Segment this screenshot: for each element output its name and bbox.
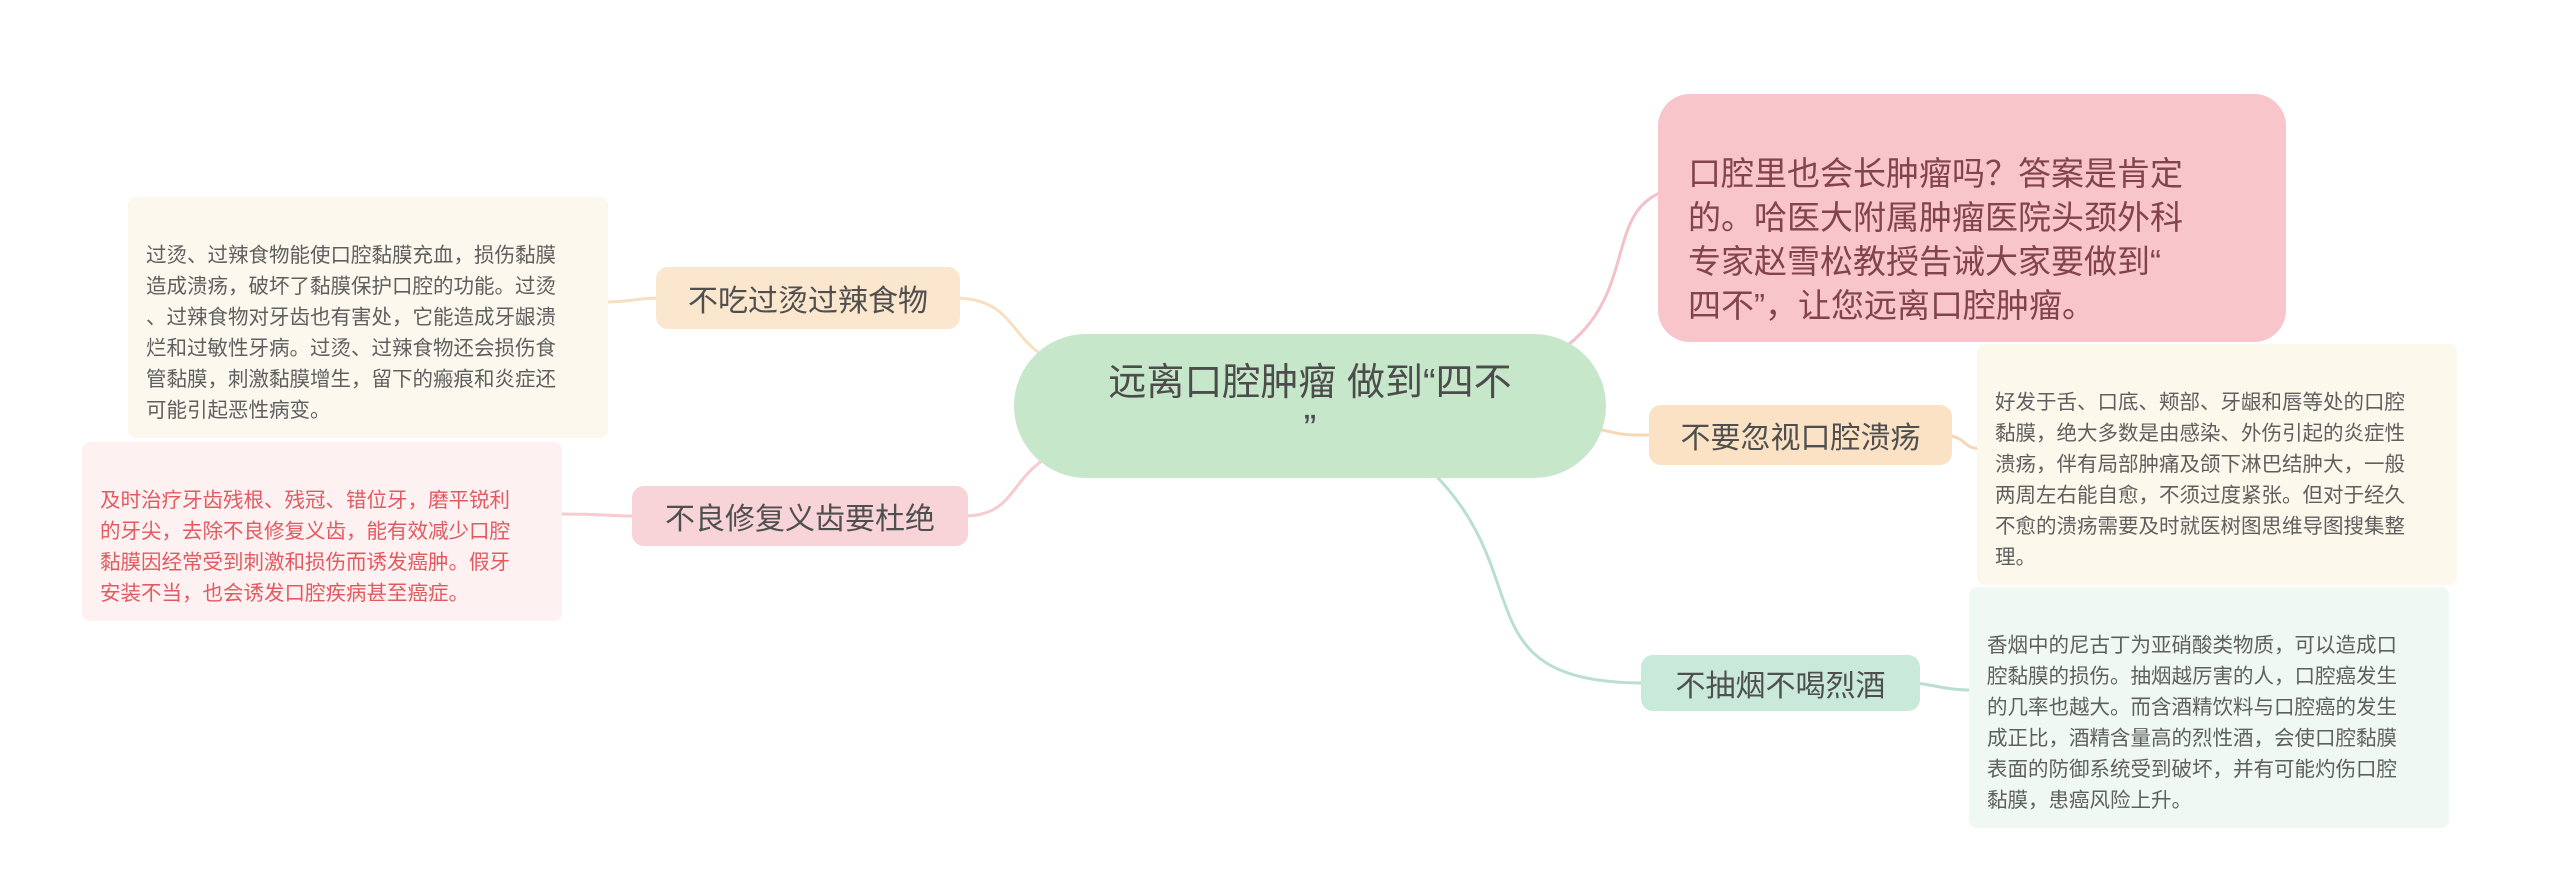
branch-node-smoke-label: 不抽烟不喝烈酒 bbox=[1675, 670, 1886, 703]
branch-node-smoke[interactable]: 不抽烟不喝烈酒 bbox=[1641, 655, 1920, 711]
branch-node-ulcer-label: 不要忽视口腔溃疡 bbox=[1680, 422, 1921, 455]
edge-food-note bbox=[603, 296, 662, 304]
note-denture-text: 及时治疗牙齿残根、残冠、错位牙，磨平锐利 的牙尖，去除不良修复义齿，能有效减少口… bbox=[100, 489, 510, 605]
note-smoke[interactable]: 香烟中的尼古丁为亚硝酸类物质，可以造成口 腔黏膜的损伤。抽烟越厉害的人，口腔癌发… bbox=[1969, 587, 2449, 828]
central-topic-node[interactable]: 远离口腔肿瘤 做到“四不 ” bbox=[1014, 334, 1606, 478]
branch-node-food[interactable]: 不吃过烫过辣食物 bbox=[656, 267, 960, 329]
branch-node-denture[interactable]: 不良修复义齿要杜绝 bbox=[632, 486, 968, 546]
note-ulcer[interactable]: 好发于舌、口底、颊部、牙龈和唇等处的口腔 黏膜，绝大多数是由感染、外伤引起的炎症… bbox=[1977, 344, 2457, 585]
note-food[interactable]: 过烫、过辣食物能使口腔黏膜充血，损伤黏膜 造成溃疡，破坏了黏膜保护口腔的功能。过… bbox=[128, 197, 608, 438]
note-denture[interactable]: 及时治疗牙齿残根、残冠、错位牙，磨平锐利 的牙尖，去除不良修复义齿，能有效减少口… bbox=[82, 442, 562, 621]
note-ulcer-text: 好发于舌、口底、颊部、牙龈和唇等处的口腔 黏膜，绝大多数是由感染、外伤引起的炎症… bbox=[1995, 391, 2405, 569]
edge-smoke-note bbox=[1914, 681, 1975, 692]
intro-note-node[interactable]: 口腔里也会长肿瘤吗？答案是肯定 的。哈医大附属肿瘤医院头颈外科 专家赵雪松教授告… bbox=[1658, 94, 2286, 342]
intro-note-text: 口腔里也会长肿瘤吗？答案是肯定 的。哈医大附属肿瘤医院头颈外科 专家赵雪松教授告… bbox=[1688, 155, 2183, 324]
edge-central-smoke bbox=[1428, 468, 1647, 685]
branch-node-denture-label: 不良修复义齿要杜绝 bbox=[665, 503, 935, 536]
branch-node-food-label: 不吃过烫过辣食物 bbox=[688, 285, 928, 318]
note-smoke-text: 香烟中的尼古丁为亚硝酸类物质，可以造成口 腔黏膜的损伤。抽烟越厉害的人，口腔癌发… bbox=[1987, 634, 2397, 812]
note-food-text: 过烫、过辣食物能使口腔黏膜充血，损伤黏膜 造成溃疡，破坏了黏膜保护口腔的功能。过… bbox=[146, 244, 556, 422]
branch-node-ulcer[interactable]: 不要忽视口腔溃疡 bbox=[1649, 405, 1952, 465]
edge-denture-note bbox=[556, 512, 638, 518]
central-topic-label: 远离口腔肿瘤 做到“四不 ” bbox=[1108, 362, 1512, 450]
